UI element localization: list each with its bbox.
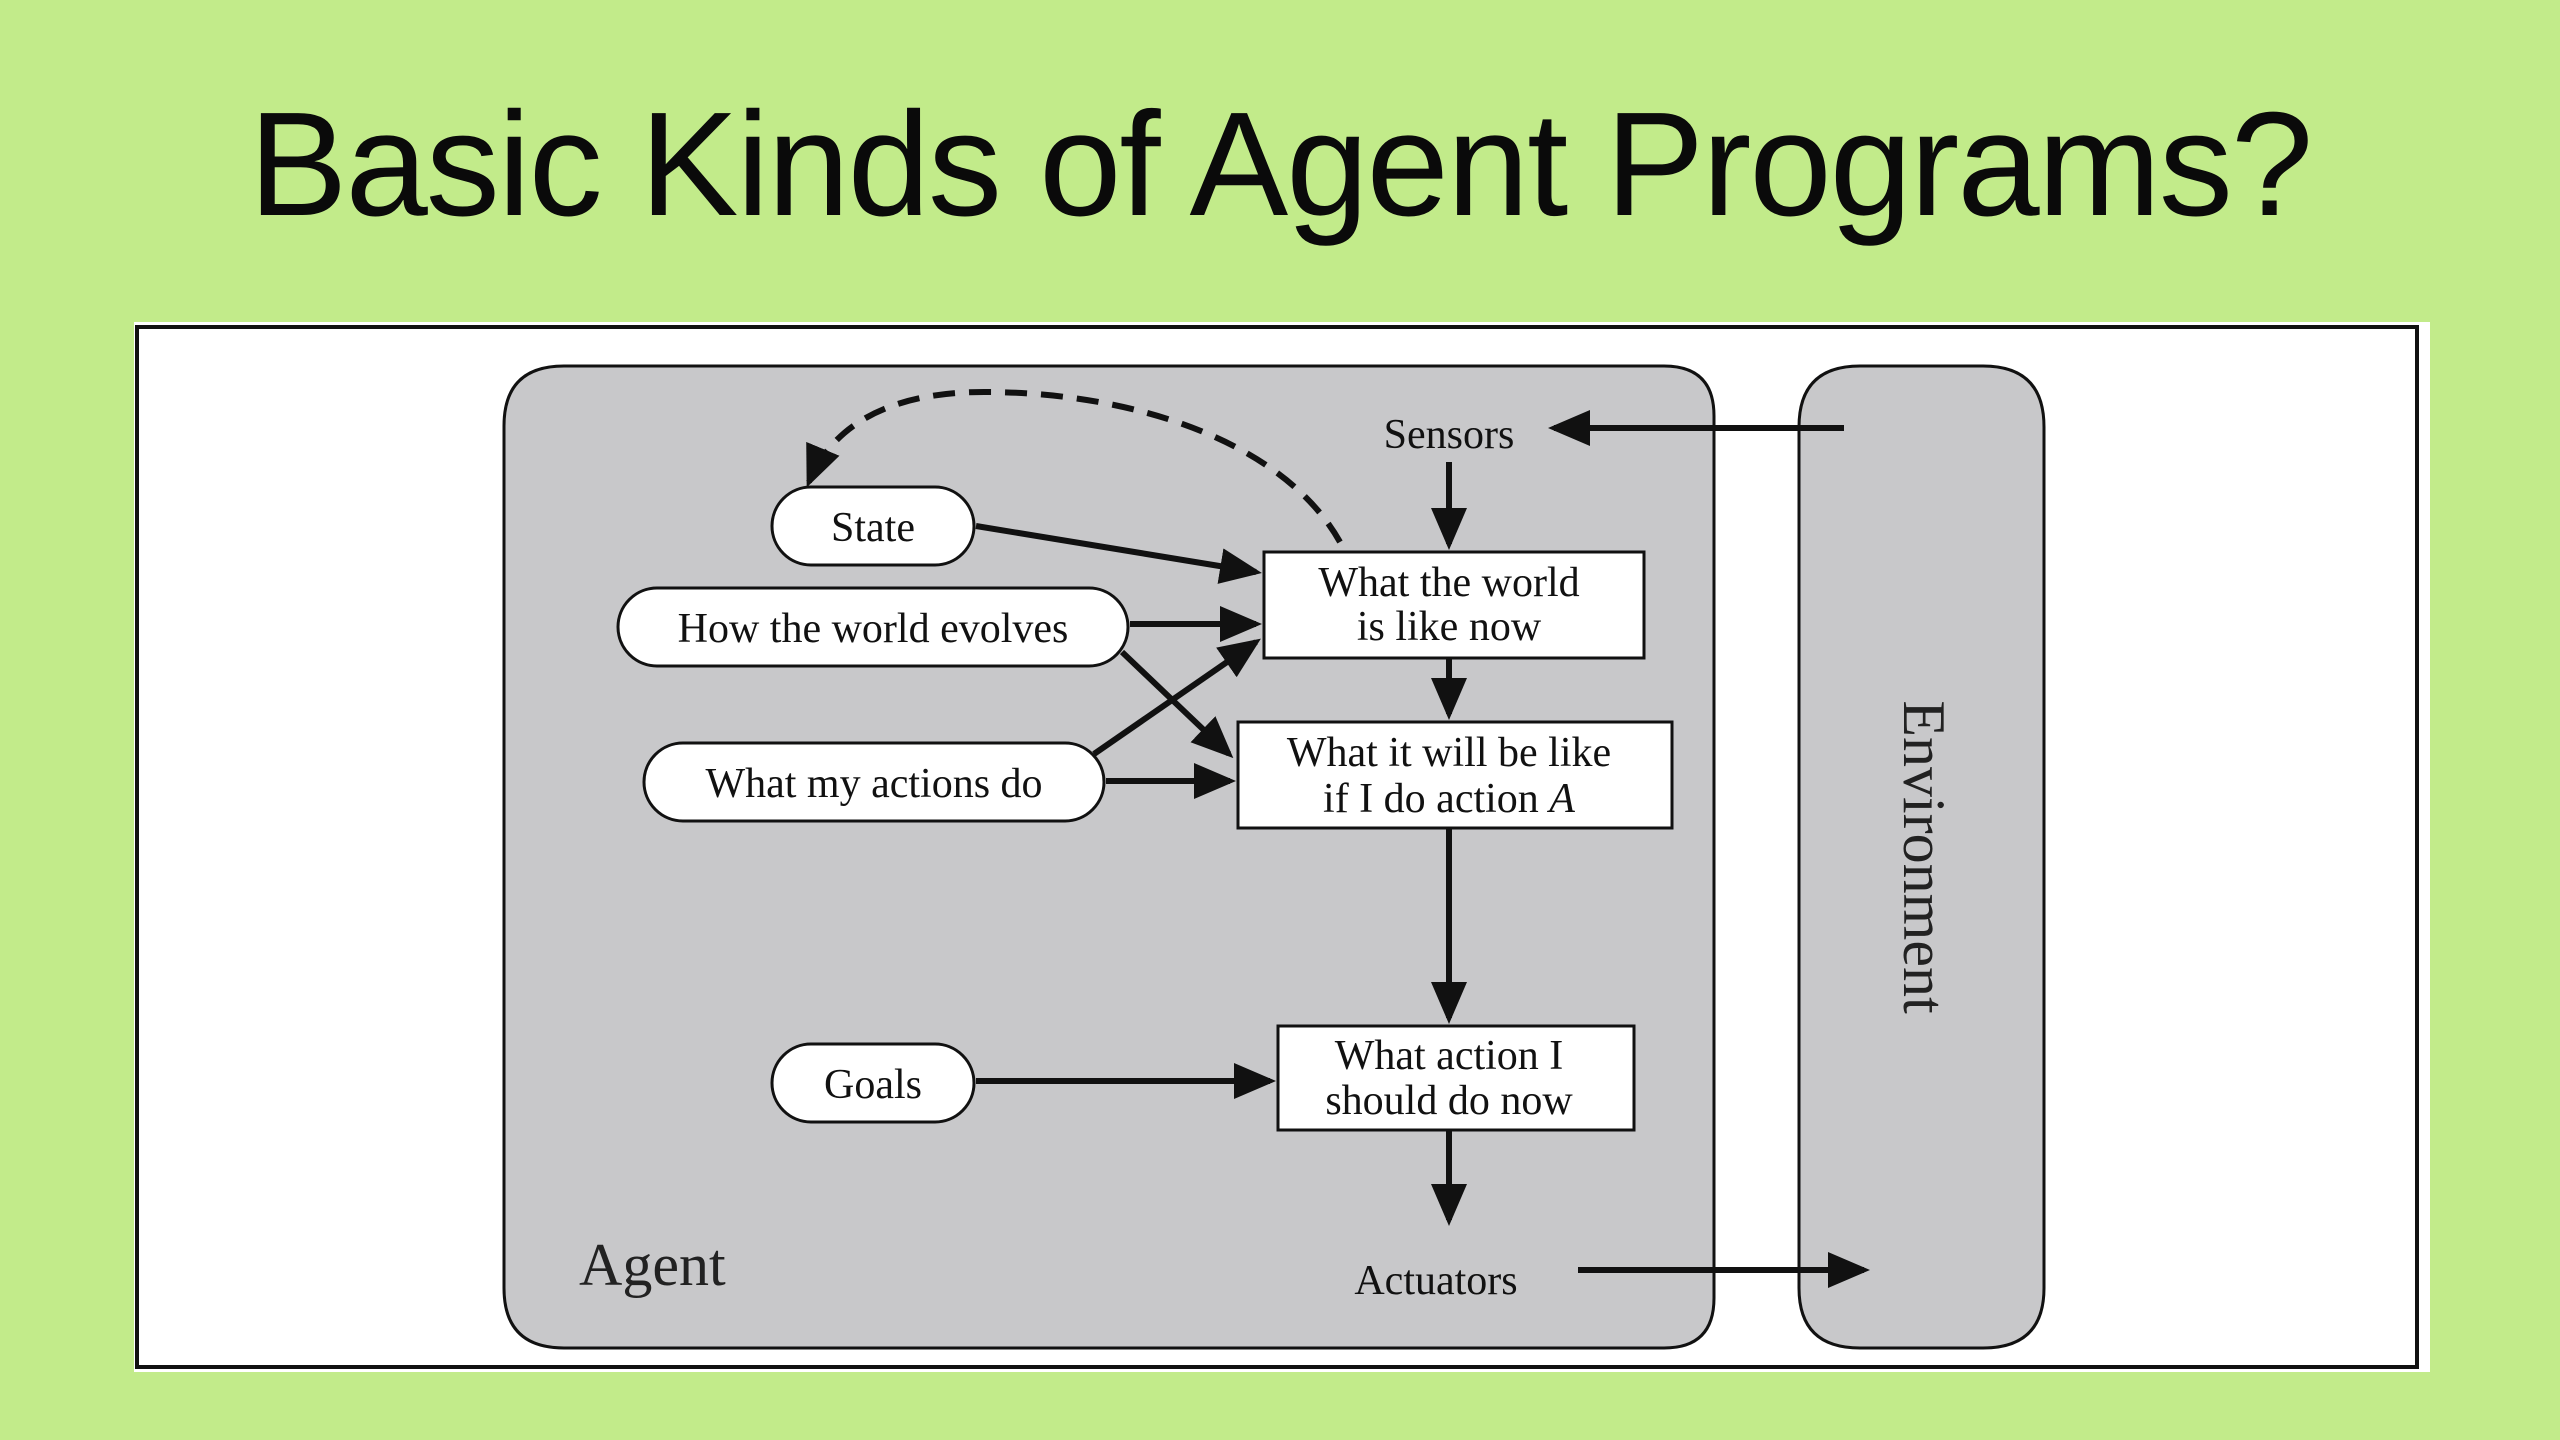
environment-label: Environment	[1891, 700, 1957, 1014]
agent-label: Agent	[579, 1232, 726, 1298]
figure-border	[135, 325, 2419, 1369]
world-now-line1: What the world	[1318, 560, 1579, 606]
actions-to-world-arrow	[1092, 638, 1261, 757]
how-world-evolves-oval: How the world evolves	[616, 586, 1130, 668]
state-label: State	[831, 505, 915, 551]
state-to-world-arrow	[975, 523, 1262, 584]
how-world-evolves-label: How the world evolves	[678, 606, 1069, 652]
environment-region	[1797, 364, 2046, 1350]
agent-diagram: Environment Agent Sensors Actuators Stat…	[135, 325, 2419, 1369]
figure-panel: Environment Agent Sensors Actuators Stat…	[134, 322, 2430, 1372]
what-my-actions-do-label: What my actions do	[705, 761, 1042, 807]
agent-region	[502, 364, 1716, 1350]
world-now-box: What the world is like now	[1262, 550, 1646, 660]
action-now-line2: should do now	[1325, 1078, 1573, 1124]
goals-label: Goals	[824, 1062, 922, 1108]
what-my-actions-do-oval: What my actions do	[642, 741, 1106, 823]
will-be-like-line1: What it will be like	[1287, 730, 1611, 776]
sensors-label: Sensors	[1384, 412, 1515, 458]
actuators-label: Actuators	[1354, 1258, 1517, 1304]
world-now-line2: is like now	[1357, 604, 1542, 650]
will-be-like-box: What it will be like if I do action A	[1236, 720, 1674, 830]
will-be-like-line2-prefix: if I do action	[1323, 776, 1549, 822]
evolves-to-will-be-arrow	[1119, 649, 1234, 759]
goals-oval: Goals	[770, 1042, 976, 1124]
action-now-line1: What action I	[1335, 1033, 1564, 1079]
world-to-state-feedback-arrow	[806, 388, 1343, 544]
will-be-like-line2: if I do action A	[1323, 776, 1575, 822]
action-now-box: What action I should do now	[1276, 1024, 1636, 1132]
will-be-like-line2-var: A	[1546, 776, 1575, 822]
state-oval: State	[770, 485, 976, 567]
slide-title: Basic Kinds of Agent Programs?	[248, 82, 2313, 247]
